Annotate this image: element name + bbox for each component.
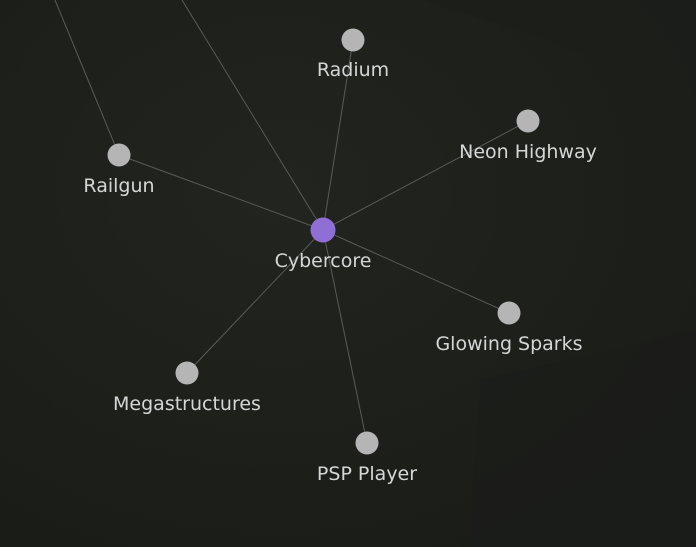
- graph-node-cybercore[interactable]: Cybercore: [275, 217, 372, 273]
- node-label: Railgun: [83, 175, 154, 197]
- node-dot[interactable]: [341, 28, 365, 52]
- node-dot[interactable]: [175, 361, 199, 385]
- node-dot[interactable]: [497, 301, 521, 325]
- edge-cybercore-psp-player: [322, 229, 368, 444]
- edge-offscreen-a: [54, 0, 120, 156]
- graph-node-railgun[interactable]: Railgun: [83, 143, 155, 198]
- edges: [54, 0, 529, 444]
- edge-cybercore-radium: [322, 39, 354, 231]
- node-label: Megastructures: [113, 393, 261, 415]
- edge-cybercore-glowing-sparks: [322, 229, 510, 314]
- node-dot[interactable]: [355, 431, 379, 455]
- edge-cybercore-neon-highway: [322, 120, 529, 231]
- node-label: Glowing Sparks: [435, 333, 582, 355]
- node-label: PSP Player: [317, 463, 417, 485]
- node-label: Neon Highway: [459, 141, 597, 163]
- edge-offscreen-b: [181, 0, 324, 231]
- graph-node-glowing-sparks[interactable]: Glowing Sparks: [435, 301, 583, 356]
- background-shade: [470, 330, 696, 547]
- node-label: Cybercore: [275, 250, 372, 272]
- node-label: Radium: [317, 59, 389, 81]
- node-dot[interactable]: [516, 109, 540, 133]
- background-shade: [420, 0, 696, 90]
- node-dot[interactable]: [107, 143, 131, 167]
- graph-node-radium[interactable]: Radium: [317, 28, 389, 82]
- graph-node-megastructures[interactable]: Megastructures: [113, 361, 261, 416]
- graph-node-neon-highway[interactable]: Neon Highway: [459, 109, 597, 164]
- edge-cybercore-railgun: [118, 154, 324, 231]
- graph-node-psp-player[interactable]: PSP Player: [317, 431, 417, 486]
- node-dot-active[interactable]: [310, 217, 336, 243]
- edge-cybercore-megastructures: [186, 229, 324, 374]
